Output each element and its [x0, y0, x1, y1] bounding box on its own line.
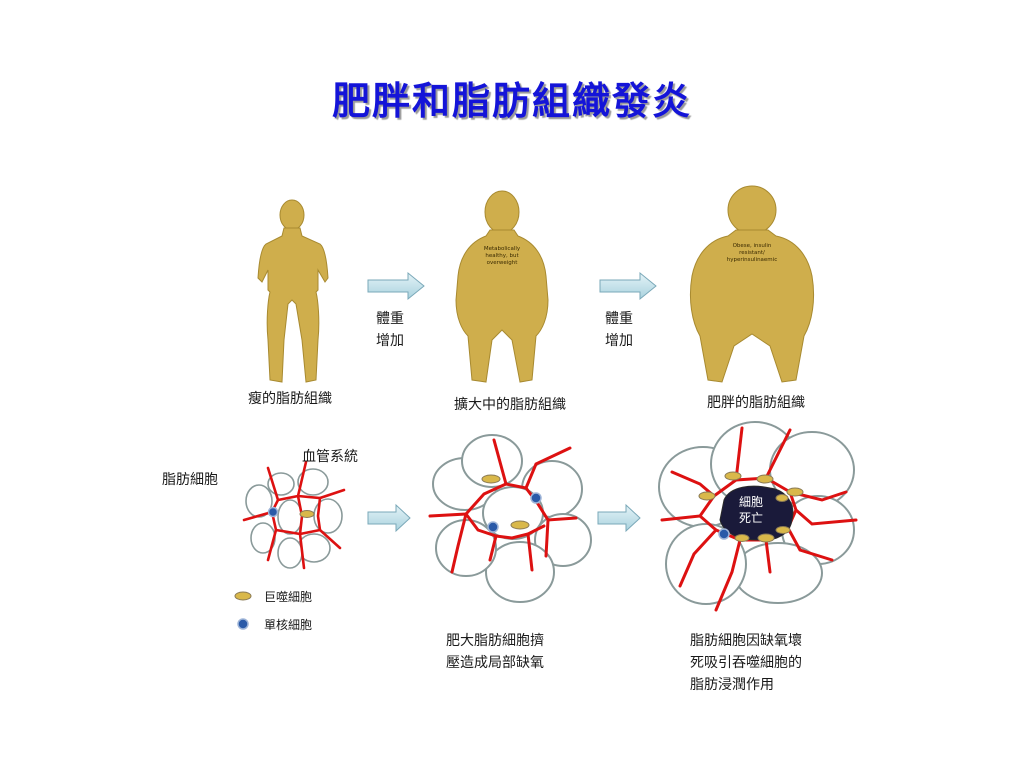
lean-monocyte: [267, 506, 279, 518]
weight-gain-label-1: 體重 增加: [376, 311, 404, 349]
legend-monocyte-label: 單核細胞: [264, 618, 313, 632]
lean-macrophage: [299, 510, 315, 518]
middle-monocyte-1: [530, 492, 542, 504]
obese-macrophages: [698, 471, 804, 543]
middle-macrophage-2: [510, 520, 530, 530]
lean-tissue: [245, 468, 343, 569]
middle-caption: 肥大脂肪細胞擠 壓造成局部缺氧: [446, 633, 544, 671]
legend-macrophage-label: 巨噬細胞: [264, 590, 313, 604]
tissue-arrow-1: [367, 503, 411, 533]
middle-monocyte-2: [487, 521, 499, 533]
vessel-system-label: 血管系統: [302, 449, 358, 465]
middle-body-text-3: overweight: [487, 260, 519, 266]
legend-monocyte-icon: [237, 618, 249, 630]
right-caption: 脂肪細胞因缺氧壞 死吸引吞噬細胞的 脂肪浸潤作用: [690, 633, 802, 693]
obese-monocyte: [718, 528, 730, 540]
weight-gain-arrow-2: [599, 271, 657, 301]
middle-vessels: [428, 438, 578, 574]
weight-gain-arrow-1: [367, 271, 425, 301]
weight-gain-label-2: 體重 增加: [605, 311, 633, 349]
adipocyte-label: 脂肪細胞: [162, 472, 218, 488]
expanding-tissue-label: 擴大中的脂肪組織: [454, 397, 566, 413]
obese-tissue-label: 肥胖的脂肪組織: [707, 395, 805, 411]
legend-macrophage-icon: [234, 591, 252, 601]
middle-tissue: [432, 434, 592, 603]
middle-body-text-1: Metabolically: [484, 246, 521, 252]
middle-body-text-2: healthy, but: [485, 253, 519, 259]
lean-figure: [257, 199, 329, 383]
right-body-text-2: resistant/: [739, 250, 765, 256]
overweight-figure: [455, 190, 549, 383]
lean-tissue-label: 瘦的脂肪組織: [248, 391, 332, 407]
tissue-arrow-2: [597, 503, 641, 533]
necrosis-label: 細胞 死亡: [739, 495, 764, 525]
middle-macrophage-1: [481, 474, 501, 484]
slide-title: 肥胖和脂肪組織發炎: [331, 78, 692, 123]
right-body-text-3: hyperinsulinaemic: [727, 257, 777, 263]
right-body-text-1: Obese, insulin: [733, 243, 772, 249]
obese-figure: [689, 185, 815, 383]
